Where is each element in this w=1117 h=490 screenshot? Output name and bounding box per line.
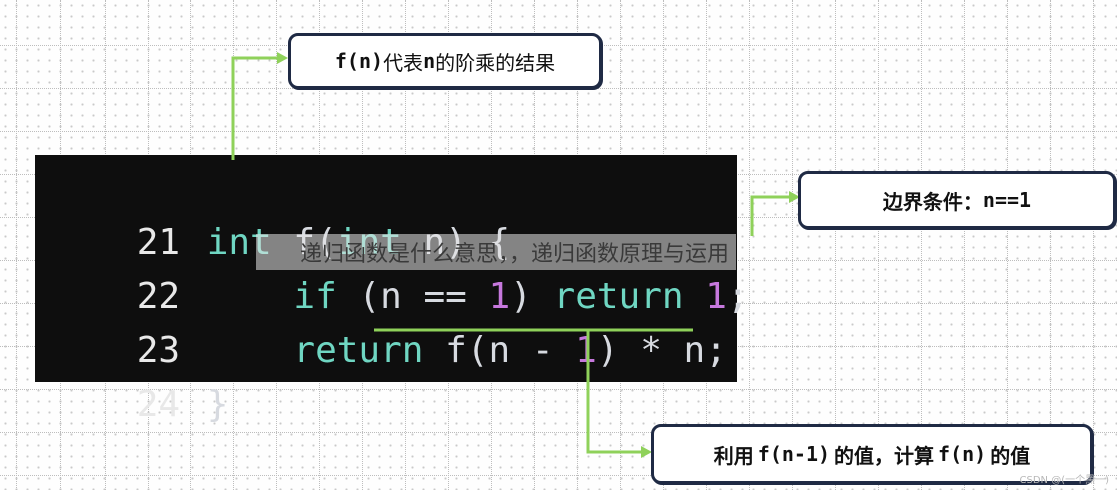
grid-line: [749, 0, 750, 490]
code-token: 1: [488, 276, 511, 317]
grid-line: [1093, 0, 1094, 490]
arrowhead: [277, 52, 288, 64]
callout-text: 的值，计算: [834, 443, 935, 468]
grid-line: [1007, 0, 1008, 490]
callout-text: 利用: [713, 443, 754, 468]
code-token: return: [553, 276, 684, 317]
arrow-to-right-callout: [750, 195, 790, 236]
grid-line: [1050, 0, 1051, 490]
callout-code: f(n): [938, 442, 987, 466]
callout-code: f(n-1): [757, 442, 831, 466]
grid-line: [921, 0, 922, 490]
line-number: 24: [136, 384, 181, 425]
grid-line: [0, 475, 1117, 476]
callout-recursion-step: 利用 f(n-1)的值，计算 f(n)的值: [651, 424, 1093, 484]
grid-line: [0, 131, 1117, 132]
title-overlay-band: [256, 234, 736, 270]
grid-line: [964, 0, 965, 490]
grid-line: [0, 432, 1117, 433]
grid-line: [792, 0, 793, 490]
callout-factorial-meaning: f(n) 代表 n 的阶乘的结果: [288, 33, 602, 89]
arrow-to-bottom-callout: [586, 330, 642, 454]
grid-line: [0, 389, 1117, 390]
callout-text: 代表: [383, 50, 424, 75]
code-token: }: [206, 384, 229, 425]
code-token: ) * n;: [596, 330, 727, 371]
callout-text: 边界条件：: [882, 189, 983, 214]
code-token: 1: [705, 276, 727, 317]
code-token: ): [510, 276, 554, 317]
callout-code: f(n): [334, 49, 384, 73]
callout-code: n==1: [982, 188, 1032, 212]
callout-code: n: [423, 49, 436, 73]
code-line-24: 24}: [35, 324, 229, 425]
callout-base-case: 边界条件：n==1: [798, 171, 1116, 229]
article-title: 递归函数是什么意思，，递归函数原理与运用: [300, 242, 730, 267]
code-token: (n ==: [336, 276, 489, 317]
watermark: CSDN @(一个黑一): [1019, 475, 1110, 486]
line-number: 21: [136, 222, 181, 263]
callout-text: 的值: [990, 443, 1031, 468]
code-token: if: [293, 276, 337, 317]
grid-line: [878, 0, 879, 490]
code-token: return: [293, 330, 424, 371]
grid-line: [16, 0, 17, 490]
arrow-to-top-callout: [231, 56, 278, 160]
code-line-23: 23 return f(n - 1) * n;: [35, 270, 727, 371]
code-token: ;: [726, 276, 749, 317]
arrowhead: [789, 191, 800, 203]
line-number: 23: [136, 330, 181, 371]
callout-text: 的阶乘的结果: [435, 50, 556, 75]
line-number: 22: [136, 276, 181, 317]
arrowhead: [641, 446, 652, 458]
code-token: 1: [575, 330, 597, 371]
grid-line: [835, 0, 836, 490]
code-line-22: 22 if (n == 1) return 1;: [35, 216, 749, 317]
code-token: f(n -: [423, 330, 576, 371]
